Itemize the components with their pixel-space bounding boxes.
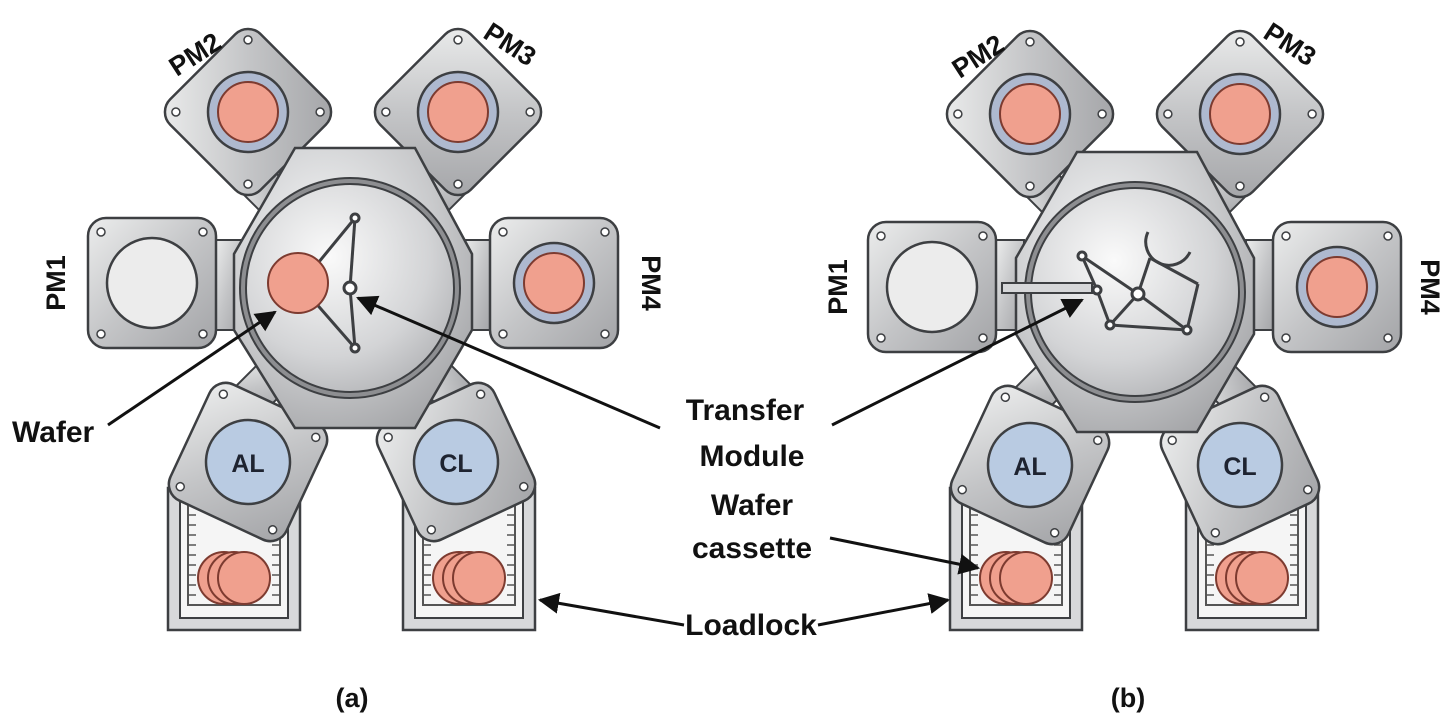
loadlock-right	[401, 486, 537, 632]
pm1-label: PM1	[823, 259, 853, 315]
cl-label: CL	[1223, 453, 1256, 481]
pm1-chamber	[866, 220, 998, 354]
callouts: Wafer Transfer Module Wafer cassette Loa…	[12, 295, 1084, 642]
wafer-on-robot	[267, 252, 329, 314]
panel-a: PM2 PM3 PM1 PM4 AL CL (a)	[41, 17, 666, 713]
loadlock-arrow-a	[537, 592, 685, 627]
wafer-callout-label: Wafer	[12, 416, 95, 449]
al-label: AL	[1013, 453, 1046, 481]
transfer-module-label-line1: Transfer	[686, 394, 805, 427]
pm4-label: PM4	[1415, 259, 1440, 315]
panel-a-caption: (a)	[336, 683, 369, 713]
pm4-chamber	[488, 216, 620, 350]
panel-b-caption: (b)	[1111, 683, 1145, 713]
wafer-arrow	[107, 310, 277, 427]
cassette-label-line1: Wafer	[711, 489, 794, 522]
cl-label: CL	[439, 450, 472, 478]
transfer-module-label-line2: Module	[700, 440, 805, 473]
pm1-label: PM1	[41, 255, 71, 311]
loadlock-arrow-b	[817, 593, 951, 627]
transfer-module-arrow-b	[831, 298, 1084, 427]
al-station	[167, 381, 329, 543]
pm4-chamber	[1271, 220, 1403, 354]
pm4-label: PM4	[636, 255, 666, 311]
al-station	[949, 384, 1111, 546]
dual-scara-robot	[1001, 231, 1200, 336]
frog-leg-robot	[298, 212, 361, 354]
panel-b: PM2 PM3 PM1 PM4 AL CL (b)	[823, 17, 1440, 713]
loadlock-label: Loadlock	[685, 609, 817, 642]
cassette-arrow	[829, 536, 981, 575]
al-label: AL	[231, 450, 264, 478]
pm2-chamber	[945, 29, 1115, 199]
pm1-chamber	[86, 216, 218, 350]
pm2-chamber	[163, 27, 333, 197]
cassette-label-line2: cassette	[692, 532, 812, 565]
transfer-module-arrow-a	[356, 295, 661, 430]
